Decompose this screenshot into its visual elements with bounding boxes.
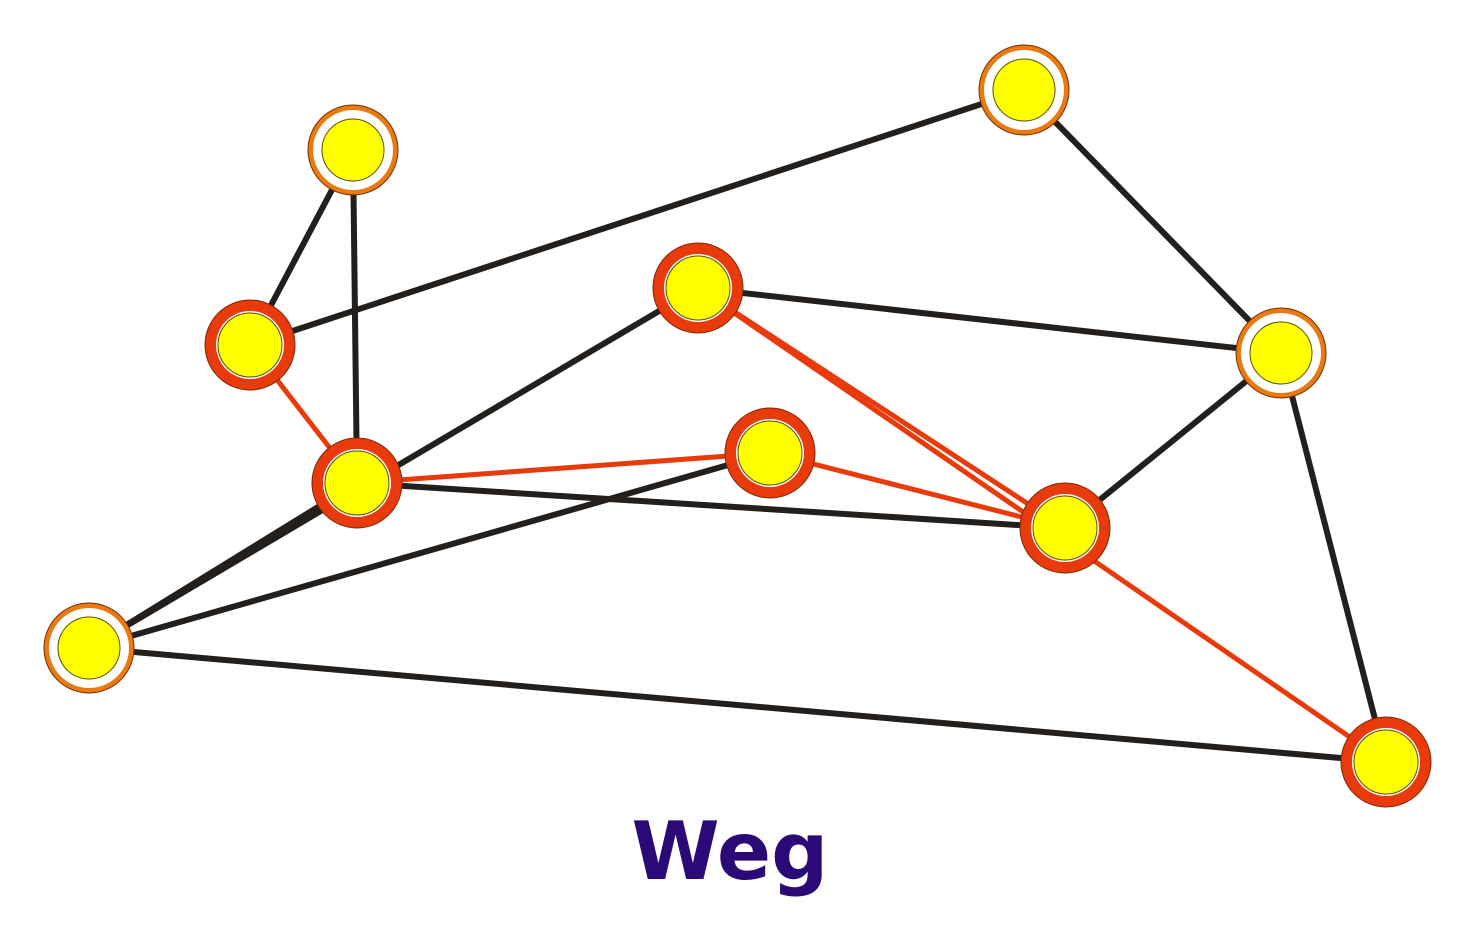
path-node-n10 [1340,716,1432,808]
node-n9 [43,602,135,694]
node-core [1032,495,1098,561]
edge-n9-n10 [86,645,1389,765]
edge-n4-n7 [354,480,1068,531]
path-edge-n6-n7 [767,450,1068,531]
node-n1 [307,104,399,196]
node-core [737,420,803,486]
node-core [665,255,731,321]
edge-n6-n9 [86,450,773,651]
node-core [992,58,1056,122]
path-node-n6 [724,407,816,499]
edge-n3-n2 [247,87,1027,348]
node-n5 [1235,307,1327,399]
node-core [321,118,385,182]
node-n2 [978,44,1070,136]
edge-n1-n4 [350,147,360,486]
path-edge-n4-n6 [354,450,773,486]
edge-n8-n5 [695,285,1284,356]
edge-n2-n5 [1021,87,1284,356]
edge-n5-n10 [1278,350,1389,765]
edge-n7-n5 [1062,350,1284,531]
path-node-n4 [311,437,403,529]
path-node-n8 [652,242,744,334]
graph-nodes [43,44,1432,808]
node-core [217,312,283,378]
node-core [324,450,390,516]
diagram-caption: Weg [631,805,829,898]
path-node-n3 [204,299,296,391]
node-core [1353,729,1419,795]
node-core [57,616,121,680]
node-core [1249,321,1313,385]
path-node-n7 [1019,482,1111,574]
